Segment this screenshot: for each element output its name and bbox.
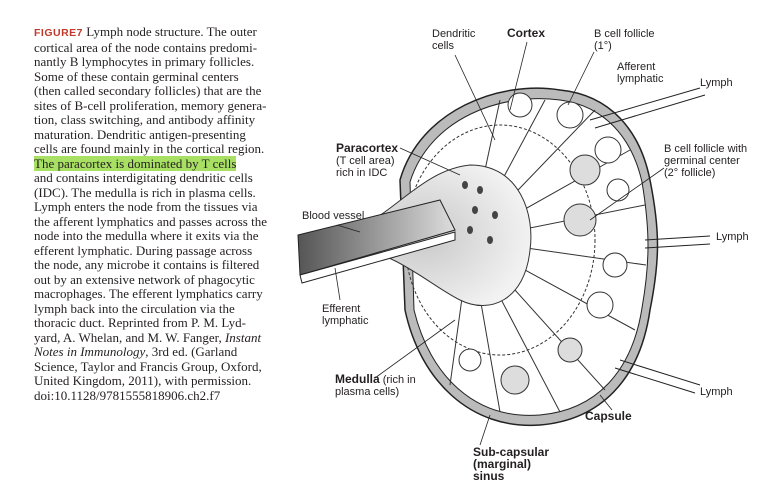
blood-vessel	[297, 199, 456, 276]
label-line: (1°)	[594, 40, 612, 52]
label-line: B cell follicle	[594, 28, 655, 40]
label-paracortex: Paracortex(T cell area)rich in IDC	[336, 142, 398, 179]
caption-line: macrophages. The efferent lymphatics car…	[34, 286, 263, 301]
label-line: (marginal)	[473, 457, 532, 471]
caption-text: Lymph node structure. The outer	[83, 24, 257, 39]
caption-line: efferent lymphatic. During passage acros…	[34, 242, 253, 258]
label-lymph-mid: Lymph	[716, 231, 749, 243]
caption-text: , 3rd ed. (Garland	[145, 344, 238, 359]
figure-label: FIGURE7	[34, 27, 84, 39]
caption-line: (then called secondary follicles) that a…	[34, 83, 262, 98]
label-line: Efferent	[322, 303, 361, 315]
caption-line: the node, any microbe it contains is fil…	[34, 257, 260, 272]
caption-line: cells are found mainly in the cortical r…	[34, 141, 265, 156]
label-b-cell-follicle: B cell follicle(1°)	[594, 28, 655, 52]
label-line: (rich in	[379, 374, 416, 386]
label-line: Medulla	[335, 372, 380, 386]
label-line: sinus	[473, 469, 505, 483]
caption-line: sites of B-cell proliferation, memory ge…	[34, 97, 267, 113]
caption-line: tion, class switching, and antibody affi…	[34, 112, 256, 127]
label-line: lymphatic	[617, 73, 664, 85]
label-line: Sub-capsular	[473, 445, 550, 459]
highlighted-text[interactable]: The paracortex is dominated by T cells	[34, 155, 237, 171]
label-lymph-top: Lymph	[700, 77, 733, 89]
caption-line: yard, A. Whelan, and M. W. Fanger, Insta…	[34, 329, 284, 346]
label-line: rich in IDC	[336, 167, 388, 179]
caption-line: the afferent lymphatics and passes acros…	[34, 213, 267, 229]
label-line: (2° follicle)	[664, 167, 716, 179]
afferent-lymphatics	[589, 87, 711, 394]
caption-line: FIGURE7 Lymph node structure. The outer	[34, 24, 284, 41]
caption-line: doi:10.1128/9781555818906.ch2.f7	[34, 387, 221, 403]
label-line: (T cell area)	[336, 155, 395, 167]
label-line: germinal center	[664, 155, 740, 167]
label-line: Dendritic	[432, 28, 476, 40]
caption-line: Science, Taylor and Francis Group, Oxfor…	[34, 358, 262, 374]
caption-line: node into the medulla where it exits via…	[34, 228, 259, 243]
caption-line: Notes in Immunology, 3rd ed. (Garland	[34, 344, 284, 360]
label-subcapsular-sinus: Sub-capsular(marginal)sinus	[473, 446, 549, 482]
follicles	[458, 92, 630, 395]
caption-line: out by an extensive network of phagocyti…	[34, 271, 255, 287]
caption-line: maturation. Dendritic antigen-presenting	[34, 126, 246, 142]
leader-lines	[334, 41, 665, 446]
label-line: B cell follicle with	[664, 143, 748, 155]
caption-text: yard, A. Whelan, and M. W. Fanger,	[34, 329, 225, 345]
label-line: Paracortex	[336, 141, 399, 155]
caption-italic: Notes in Immunology	[34, 344, 146, 359]
figure-caption: FIGURE7 Lymph node structure. The outer …	[34, 24, 284, 403]
label-blood-vessel: Blood vessel	[302, 210, 365, 222]
caption-line: Lymph enters the node from the tissues v…	[34, 199, 258, 214]
caption-line: (IDC). The medulla is rich in plasma cel…	[34, 184, 256, 200]
medulla-cells	[462, 181, 498, 244]
caption-line: and contains interdigitating dendritic c…	[34, 170, 253, 185]
label-lymph-bottom: Lymph	[700, 386, 733, 398]
caption-line-wrapper: The paracortex is dominated by T cells	[34, 155, 284, 172]
label-cortex: Cortex	[507, 26, 546, 40]
efferent-lymphatic	[299, 231, 456, 284]
caption-italic: Instant	[224, 329, 262, 345]
label-capsule: Capsule	[585, 409, 632, 423]
medulla	[349, 164, 532, 307]
caption-line: nantly B lymphocytes in primary follicle…	[34, 54, 255, 69]
label-line: cells	[432, 40, 455, 52]
caption-line: thoracic duct. Reprinted from P. M. Lyd-	[34, 315, 246, 330]
caption-line: Some of these contain germinal centers	[34, 68, 239, 84]
caption-line: cortical area of the node contains predo…	[34, 39, 258, 55]
label-line: plasma cells)	[335, 386, 400, 398]
label-line: Afferent	[617, 61, 656, 73]
label-line: lymphatic	[322, 315, 369, 327]
caption-line: United Kingdom, 2011), with permission.	[34, 373, 252, 388]
caption-line: lymph back into the circulation via the	[34, 300, 235, 316]
